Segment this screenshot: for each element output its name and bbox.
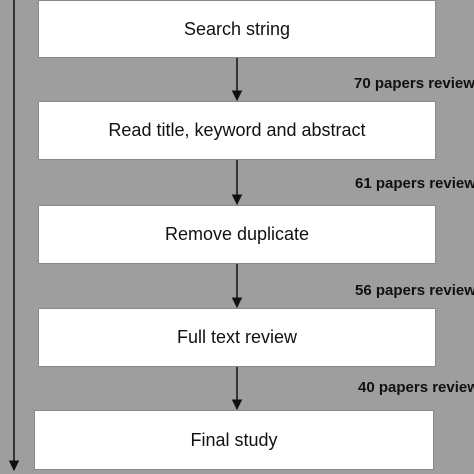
step-full-text-review: Full text review: [38, 308, 436, 367]
step-search-string: Search string: [38, 0, 436, 58]
step-read-title-keyword-abstract: Read title, keyword and abstract: [38, 101, 436, 160]
step-remove-duplicate: Remove duplicate: [38, 205, 436, 264]
count-label-4: 40 papers review: [358, 379, 474, 396]
count-label-3: 56 papers review: [355, 282, 474, 299]
count-label-1: 70 papers review: [354, 75, 474, 92]
count-label-2: 61 papers review: [355, 175, 474, 192]
step-final-study: Final study: [34, 410, 434, 470]
